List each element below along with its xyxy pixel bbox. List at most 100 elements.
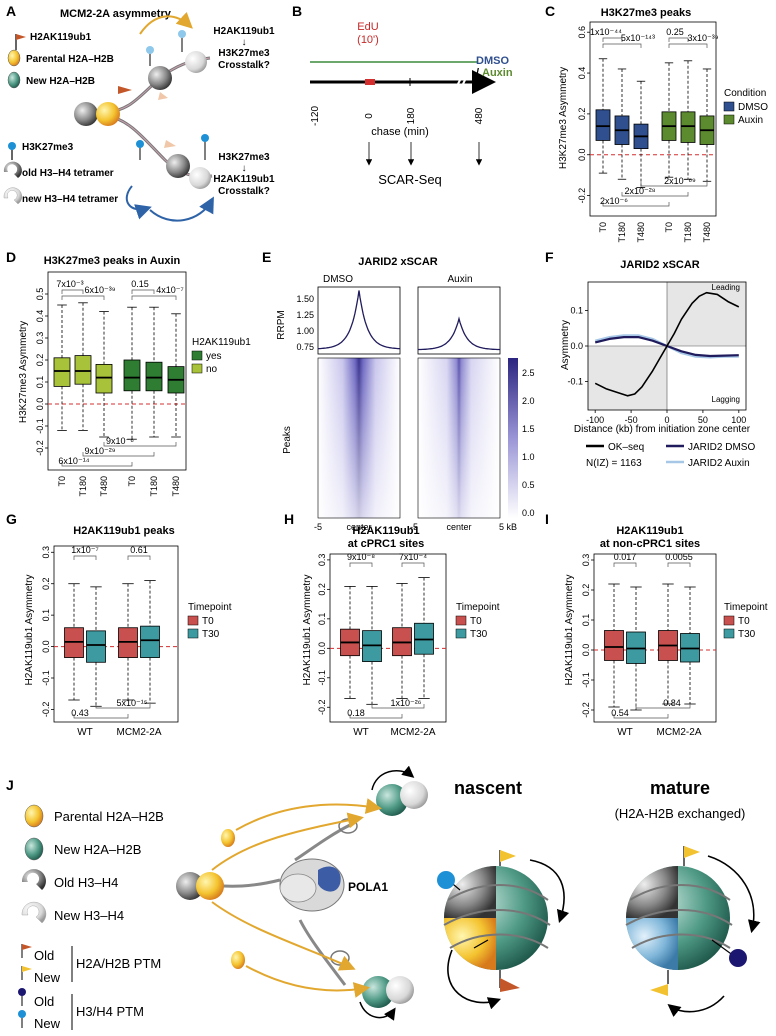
legend-swatch-t30	[455, 628, 467, 639]
xtick: -5	[314, 522, 322, 532]
crosstalk2-arrow: ↓	[242, 163, 247, 174]
panel-e-xticks: -5 center -5 center 5 kB	[314, 522, 517, 532]
y-tick-label: 0.0	[35, 398, 45, 411]
nucleosome-icon	[148, 66, 172, 90]
panel-letter-b: B	[292, 3, 302, 19]
legend-swatch-dmso	[723, 101, 735, 112]
lagging-shade	[588, 346, 667, 410]
x-tick-label: T0	[57, 476, 67, 487]
panel-b: B EdU (10') DMSO / Auxin -120 0 180 480 …	[292, 3, 513, 187]
new-h3-ptm-pin-icon	[18, 1010, 26, 1018]
p-value-bracket	[82, 452, 155, 457]
panel-c-legend-title: Condition	[724, 88, 766, 99]
crosstalk-arrow	[125, 185, 152, 220]
nucleosome-icon	[185, 51, 207, 73]
new-h2a-ptm-flag-icon	[684, 846, 700, 858]
n-iz-label: N(IZ) = 1163	[586, 458, 642, 469]
box-body	[74, 355, 92, 385]
panel-g: G H2AK119ub1 peaks H2AK119ub1 Asymmetry …	[6, 511, 232, 738]
color-scale-bar	[508, 358, 518, 518]
panel-h-legend-title: Timepoint	[456, 602, 500, 613]
panel-h-ylabel: H2AK119ub1 Asymmetry	[302, 575, 313, 686]
dna-strand	[294, 823, 351, 862]
p-value-bracket	[613, 562, 637, 567]
transfer-arrow	[211, 812, 364, 871]
box-body	[140, 625, 160, 658]
crosstalk-arrow	[359, 1001, 396, 1021]
y-tick-label: 0.3	[317, 554, 327, 567]
cycle-arrow	[529, 859, 570, 924]
nucleosome-icon	[166, 154, 190, 178]
nascent-label: nascent	[454, 778, 522, 798]
p-value-bracket	[667, 562, 691, 567]
p-value-bracket	[349, 562, 373, 567]
dna-wrap	[629, 884, 731, 901]
lagging-label: Lagging	[712, 395, 740, 404]
edu-time: (10')	[357, 34, 379, 46]
crosstalk2-line4: Crosstalk?	[218, 186, 270, 197]
y-tick-label: 0.0	[570, 341, 583, 351]
x-tick-label: WT	[617, 727, 633, 738]
legend-a-new-h3h4: new H3–H4 tetramer	[22, 194, 118, 205]
ptm2-label: H3/H4 PTM	[76, 1004, 144, 1019]
series-line-okseq	[594, 291, 740, 397]
x-tick-label: T180	[78, 476, 88, 497]
cycle-arrow	[707, 855, 761, 934]
old-h3-h4-quadrant	[444, 866, 496, 918]
panel-a-fork	[74, 11, 214, 222]
parental-h2a-h2b-icon	[7, 49, 21, 67]
p-value-bracket	[668, 37, 689, 42]
p-value-label: 0.84	[663, 698, 681, 708]
box-body	[145, 361, 163, 392]
new-h3-h4-quadrant	[626, 918, 678, 970]
y-tick-label: -0.2	[317, 700, 327, 716]
nucleosome-icon	[376, 784, 408, 816]
y-tick-label: -0.2	[41, 702, 51, 718]
scale-tick: 2.0	[522, 396, 535, 406]
tick-180: 180	[406, 107, 417, 124]
tick-480: 480	[474, 107, 485, 124]
plot-frame	[589, 21, 717, 217]
p-value-label: 5x10⁻¹⁴³	[621, 33, 655, 43]
old-h3-ptm-pin-icon	[729, 949, 747, 967]
y-tick-label: 0.0	[577, 148, 587, 161]
p-value-bracket	[621, 192, 689, 197]
x-tick-label: T180	[617, 222, 627, 243]
leading-label: Leading	[712, 283, 740, 292]
legend-j-parental: Parental H2A–H2B	[54, 809, 164, 824]
box-body	[95, 363, 113, 394]
h2ak119ub1-flag-icon	[16, 34, 26, 40]
replication-fork: POLA1	[176, 765, 428, 1021]
pola1-label: POLA1	[348, 880, 388, 894]
panel-a-title: MCM2-2A asymmetry	[60, 8, 172, 20]
legend-swatch-auxin	[723, 114, 735, 125]
p-value-bracket	[668, 43, 708, 48]
legend-swatch-t0	[187, 615, 199, 626]
x-tick-label: T480	[99, 476, 109, 497]
crosstalk2-line3: H2AK119ub1	[213, 174, 275, 185]
p-value-label: 0.54	[611, 708, 629, 718]
x-tick-label: T0	[598, 222, 608, 233]
h2ak119ub1-flag-icon	[164, 140, 176, 148]
p-value-label: 9x10⁻²⁹	[84, 446, 115, 456]
x-tick-label: 100	[731, 415, 746, 425]
panel-c-title: H3K27me3 peaks	[601, 7, 692, 19]
x-tick-label: T180	[683, 222, 693, 243]
profile-line-auxin	[417, 316, 501, 351]
y-tick-label: 0.3	[35, 332, 45, 345]
panel-e-yticks: 1.50 1.25 1.00 0.75	[296, 294, 314, 352]
nucleosome-icon	[74, 102, 98, 126]
ptm2-new: New	[34, 1016, 61, 1031]
legend-okseq: OK–seq	[608, 442, 644, 453]
panel-j: J Parental H2A–H2B New H2A–H2B Old H3–H4…	[6, 765, 761, 1031]
panel-h: H H2AK119ub1 at cPRC1 sites H2AK119ub1 A…	[284, 511, 500, 738]
panel-letter-e: E	[262, 249, 271, 265]
x-tick-label: MCM2-2A	[390, 727, 435, 738]
x-tick-label: T480	[636, 222, 646, 243]
x-tick-label: WT	[77, 727, 93, 738]
panel-i-legend-t30: T30	[738, 629, 756, 640]
